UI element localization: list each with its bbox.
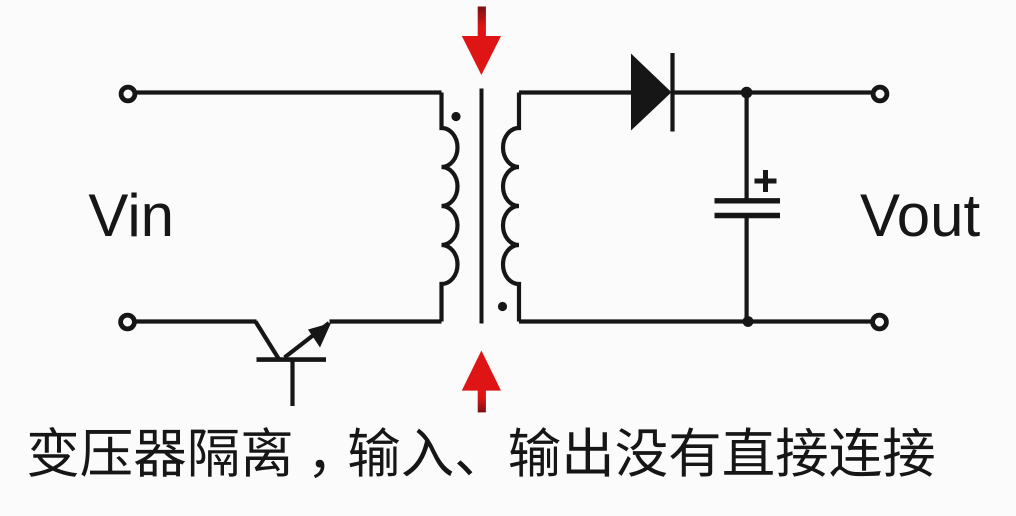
svg-text:Vout: Vout — [860, 182, 980, 249]
svg-text:Vin: Vin — [88, 182, 174, 249]
